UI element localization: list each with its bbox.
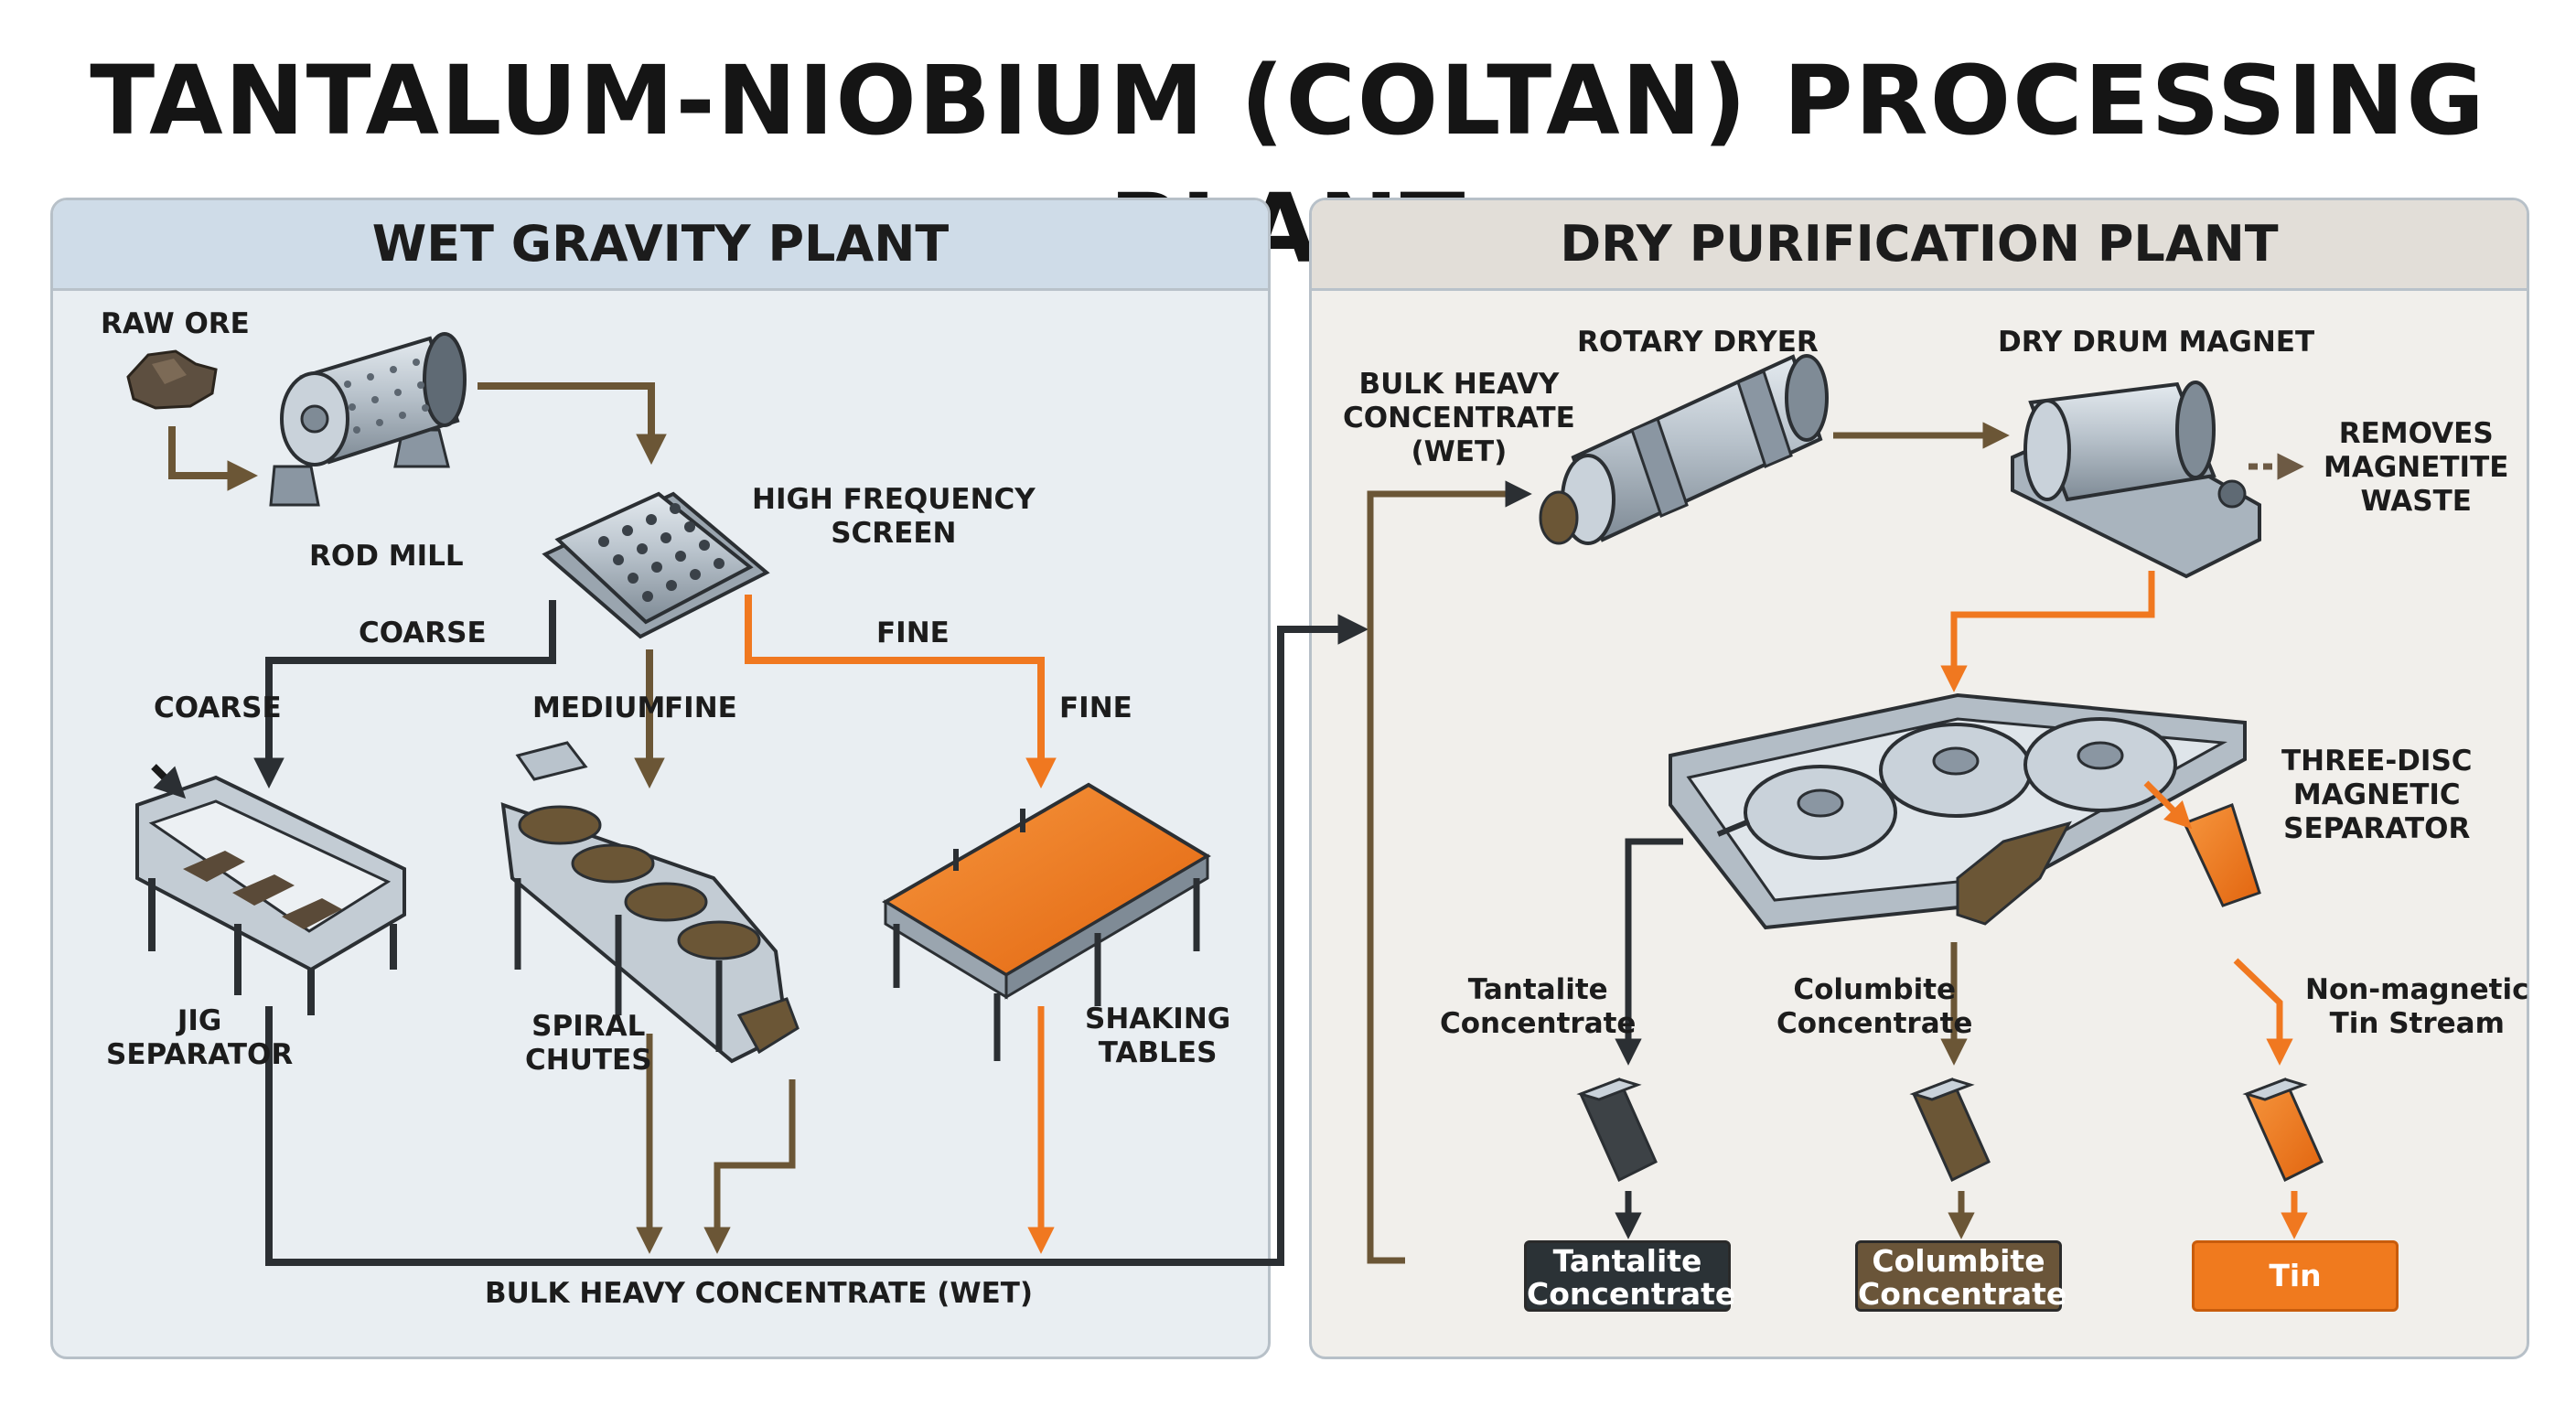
tin-output-box: Tin: [2192, 1240, 2399, 1312]
three-disc-magnetic-separator-icon: [1669, 692, 2261, 930]
fine-flow-arrow: [745, 595, 1057, 789]
fine-branch-label: FINE: [876, 617, 950, 649]
mill-to-screen-arrow: [478, 382, 667, 466]
spiral-chutes-icon: [500, 741, 800, 1064]
dry-drum-magnet-icon: [2011, 381, 2261, 579]
bulk-heavy-concentrate-label: BULK HEAVY CONCENTRATE (WET): [485, 1277, 1034, 1310]
jig-separator-icon: [135, 764, 406, 1015]
raw-ore-pile-icon: [126, 349, 218, 410]
high-frequency-screen-icon: [542, 491, 770, 639]
tantalite-stream-arrow: [1615, 838, 1683, 1066]
medium-feed-label: MEDIUM: [532, 692, 666, 724]
rod-mill-label: ROD MILL: [309, 540, 464, 573]
rotary-dryer-label: ROTARY DRYER: [1577, 326, 1819, 359]
tin-stream-arrow: [2233, 958, 2293, 1066]
coarse-flow-arrow: [253, 600, 556, 789]
spiral-tail-to-bulk-arrow: [703, 1079, 796, 1254]
magnet-to-separator-arrow: [1940, 571, 2155, 692]
tin-chute-arrow: [2143, 780, 2193, 830]
coarse-branch-label: COARSE: [359, 617, 487, 649]
shaking-table-icon: [882, 782, 1211, 1061]
bulk-concentrate-feed-arrow: [1367, 480, 1532, 1264]
columbite-hopper-icon: [1909, 1078, 1991, 1183]
medium-fine-feed-label: FINE: [664, 692, 737, 724]
ore-to-mill-arrow: [168, 426, 259, 491]
rod-mill-icon: [269, 332, 467, 507]
raw-ore-label: RAW ORE: [101, 307, 250, 340]
rotary-dryer-icon: [1539, 354, 1829, 545]
dry-plant-heading: DRY PURIFICATION PLANT: [1312, 200, 2527, 291]
coarse-feed-label: COARSE: [154, 692, 282, 724]
wet-plant-heading: WET GRAVITY PLANT: [53, 200, 1268, 291]
tin-hopper-icon: [2242, 1078, 2324, 1183]
tantalite-hopper-icon: [1576, 1078, 1658, 1183]
bulk-concentrate-transfer-arrow: [265, 614, 1369, 1266]
dry-drum-magnet-label: DRY DRUM MAGNET: [1998, 326, 2315, 359]
fine-feed-label: FINE: [1059, 692, 1132, 724]
